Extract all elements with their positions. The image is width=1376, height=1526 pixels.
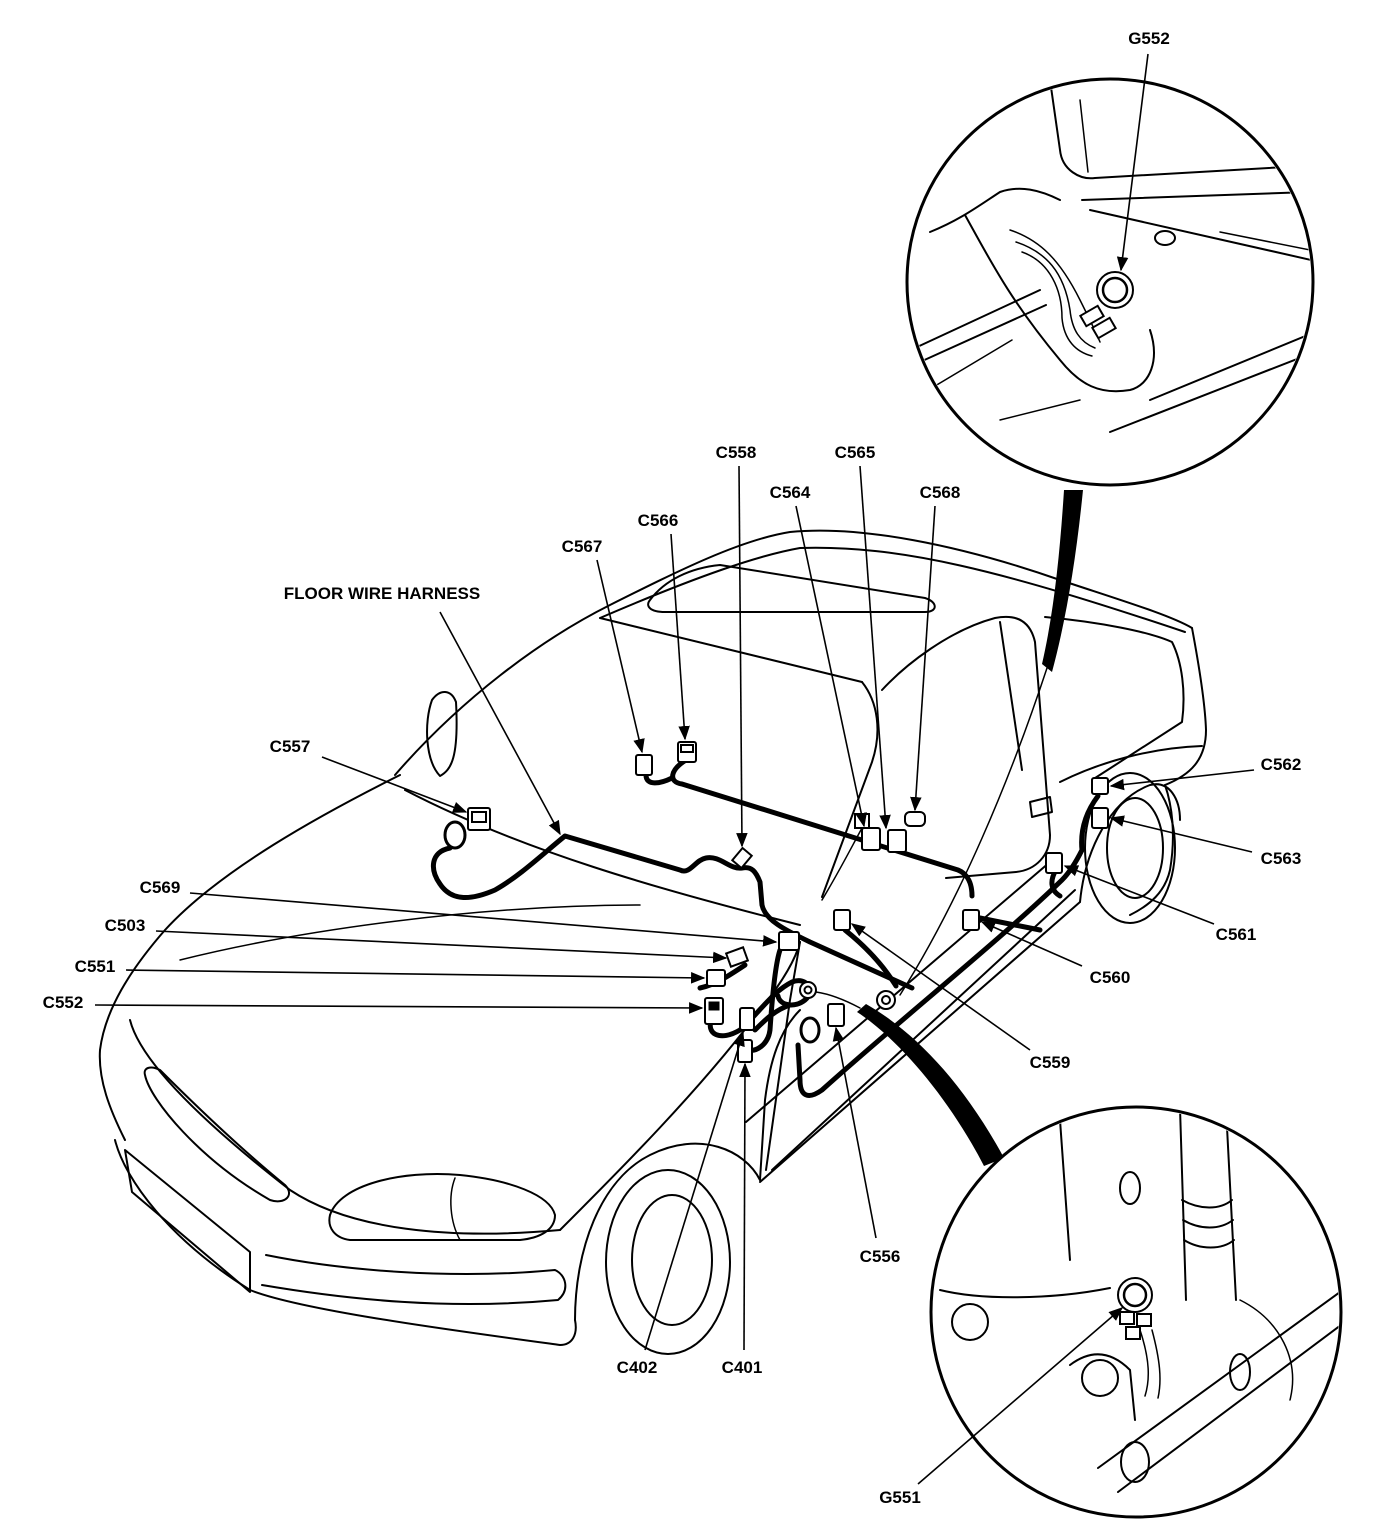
label-c503: C503	[105, 916, 146, 935]
inset-detail-g551	[929, 1105, 1343, 1519]
connector-c559	[833, 909, 851, 931]
leader-c561	[1063, 865, 1215, 925]
label-c569: C569	[140, 878, 181, 897]
leader-lines	[94, 53, 1255, 1485]
label-c560: C560	[1090, 968, 1131, 987]
label-g552: G552	[1128, 29, 1170, 48]
leader-c402	[644, 1031, 745, 1351]
ground-point-g552-location	[876, 990, 896, 1010]
label-c564: C564	[770, 483, 811, 502]
connector-c563	[1091, 807, 1109, 829]
label-c401: C401	[722, 1358, 763, 1377]
leader-g552	[1116, 53, 1149, 272]
leader-c567	[596, 559, 645, 754]
label-g551: G551	[879, 1488, 921, 1507]
connector-c557	[467, 807, 491, 831]
leader-c568	[910, 505, 936, 812]
label-c561: C561	[1216, 925, 1257, 944]
connector-c503	[724, 946, 750, 968]
connector-c552	[704, 997, 724, 1025]
leader-c558	[736, 465, 748, 848]
leader-floor-wire-harness	[439, 611, 561, 836]
connector-c561	[1045, 852, 1063, 874]
connector-c558	[730, 846, 754, 870]
label-c567: C567	[562, 537, 603, 556]
inset-link-top	[899, 490, 1083, 996]
leader-g551	[917, 1307, 1124, 1485]
inset-detail-g552	[905, 77, 1315, 487]
label-c402: C402	[617, 1358, 658, 1377]
leader-c569	[189, 892, 778, 947]
label-floor-wire-harness: FLOOR WIRE HARNESS	[284, 584, 480, 603]
connector-c565	[887, 829, 907, 853]
leader-c556	[832, 1026, 877, 1239]
inset-link-bottom	[815, 991, 1004, 1166]
leader-c551	[125, 969, 706, 984]
callout-labels: G552 C558 C565 C564 C568 C566 C567 FLOOR…	[43, 29, 1302, 1507]
leader-c559	[850, 923, 1031, 1051]
connector-c402	[739, 1007, 755, 1031]
connector-c567	[635, 754, 653, 776]
ground-point-g551-location	[799, 981, 817, 999]
connector-c564	[854, 813, 881, 851]
leader-c562	[1109, 769, 1255, 791]
leader-c563	[1109, 815, 1253, 853]
connector-c562	[1091, 777, 1109, 795]
leader-c552	[94, 1002, 704, 1014]
label-c568: C568	[920, 483, 961, 502]
connector-c560	[962, 909, 980, 931]
leader-c560	[980, 921, 1083, 967]
label-c565: C565	[835, 443, 876, 462]
leader-c564	[795, 505, 867, 828]
leader-c565	[859, 465, 891, 830]
connector-c568	[904, 811, 926, 827]
connector-c566	[677, 741, 697, 763]
label-c558: C558	[716, 443, 757, 462]
connector-c551	[706, 969, 726, 987]
car-body-outline	[98, 529, 1207, 1355]
label-c563: C563	[1261, 849, 1302, 868]
leader-c401	[739, 1062, 751, 1351]
leader-c503	[155, 930, 728, 964]
connector-c569	[778, 931, 800, 951]
label-c557: C557	[270, 737, 311, 756]
label-c556: C556	[860, 1247, 901, 1266]
leader-c566	[670, 533, 690, 741]
floor-wire-harness	[430, 757, 1101, 1098]
leader-c557	[321, 756, 468, 813]
label-c566: C566	[638, 511, 679, 530]
label-c551: C551	[75, 957, 116, 976]
label-c562: C562	[1261, 755, 1302, 774]
label-c552: C552	[43, 993, 84, 1012]
label-c559: C559	[1030, 1053, 1071, 1072]
connector-c556	[827, 1003, 845, 1027]
